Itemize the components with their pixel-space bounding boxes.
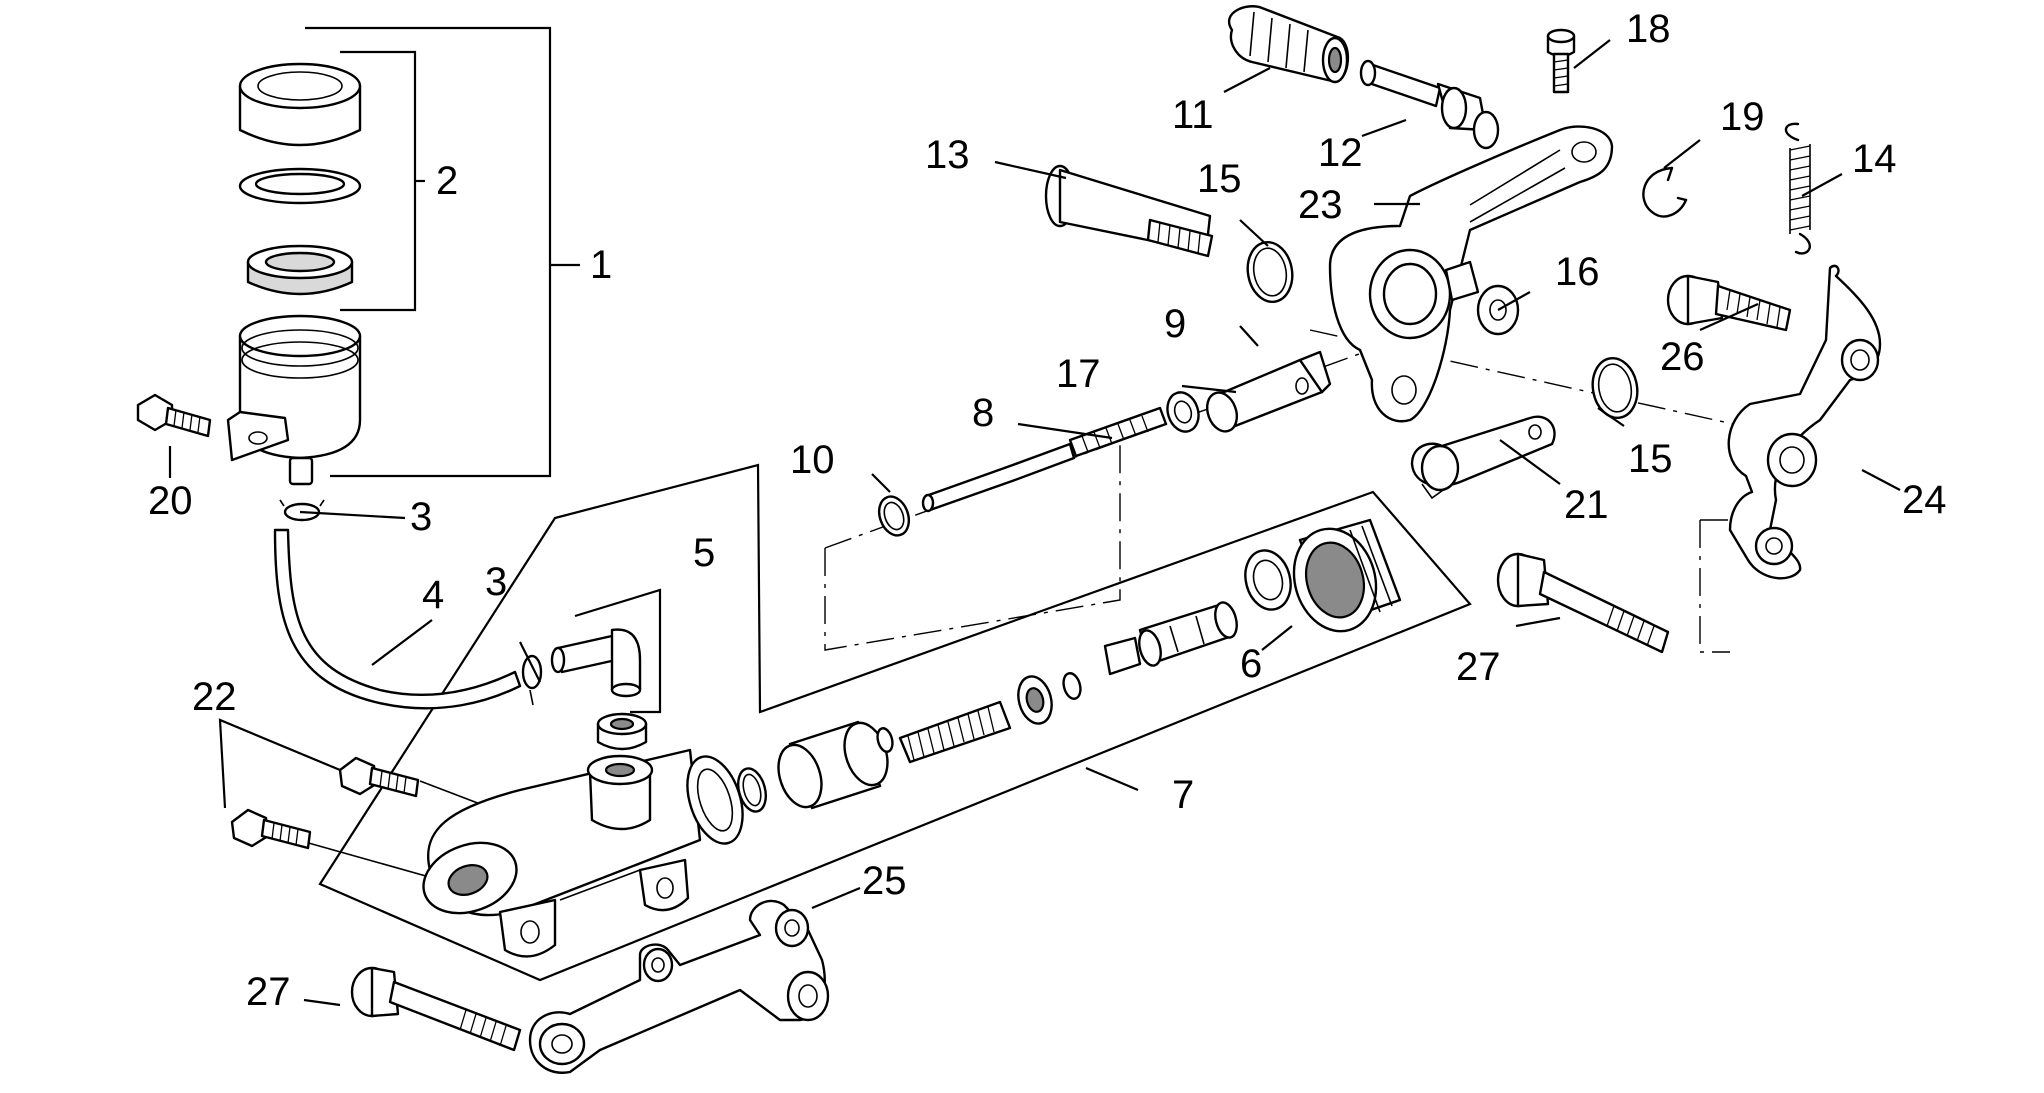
push-rod-nut bbox=[1166, 391, 1200, 433]
callout-3-lower: 3 bbox=[485, 560, 507, 604]
callout-13: 13 bbox=[925, 133, 970, 177]
callout-9: 9 bbox=[1164, 302, 1186, 346]
callout-15-left: 15 bbox=[1197, 157, 1242, 201]
cap-screw bbox=[1546, 28, 1576, 94]
piston bbox=[1103, 601, 1238, 676]
callout-23: 23 bbox=[1298, 183, 1343, 227]
pedal-pin bbox=[1359, 59, 1500, 150]
callout-22: 22 bbox=[192, 675, 237, 719]
return-spring bbox=[898, 700, 1012, 764]
hose-elbow-fitting bbox=[550, 628, 648, 751]
pedal-arm bbox=[1328, 125, 1614, 423]
fluid-hose bbox=[273, 528, 522, 710]
leader-lines bbox=[168, 39, 1901, 1007]
callout-labels: 1 2 3 3 4 5 6 7 8 9 10 11 12 13 14 15 15… bbox=[148, 7, 1947, 1014]
long-bolt-lower bbox=[350, 966, 522, 1052]
piston-sleeve bbox=[777, 720, 889, 810]
callout-14: 14 bbox=[1852, 137, 1897, 181]
push-rod bbox=[921, 406, 1168, 513]
callout-11: 11 bbox=[1172, 93, 1214, 137]
master-cylinder-body bbox=[422, 748, 744, 958]
callout-7: 7 bbox=[1172, 773, 1194, 817]
callout-1: 1 bbox=[590, 243, 612, 287]
piston-washer bbox=[1062, 672, 1082, 700]
callout-15-right: 15 bbox=[1628, 437, 1673, 481]
reservoir-gasket bbox=[238, 167, 362, 205]
clevis-fork bbox=[1205, 350, 1332, 433]
pedal-lever bbox=[1727, 264, 1882, 580]
callout-12: 12 bbox=[1318, 131, 1363, 175]
callout-3-upper: 3 bbox=[410, 495, 432, 539]
push-rod-o-ring bbox=[877, 495, 911, 537]
pivot-bolt bbox=[1044, 164, 1214, 258]
callout-24: 24 bbox=[1902, 478, 1947, 522]
callout-27-upper: 27 bbox=[1456, 645, 1501, 689]
callout-5: 5 bbox=[693, 531, 715, 575]
callout-8: 8 bbox=[972, 391, 994, 435]
pedal-o-ring-right bbox=[1591, 357, 1639, 419]
mounting-bracket bbox=[528, 899, 830, 1074]
callout-2: 2 bbox=[436, 159, 458, 203]
spring-washer bbox=[876, 727, 894, 753]
callout-27-lower: 27 bbox=[246, 970, 291, 1014]
hose-clip-lower bbox=[521, 654, 543, 706]
callout-6: 6 bbox=[1240, 642, 1262, 686]
callout-4: 4 bbox=[422, 573, 444, 617]
pedal-rubber bbox=[1228, 5, 1349, 84]
lever-bolt bbox=[1666, 274, 1792, 332]
pedal-o-ring-left bbox=[1246, 241, 1294, 303]
circlip bbox=[1244, 549, 1292, 611]
callout-16: 16 bbox=[1555, 250, 1600, 294]
tension-spring bbox=[1784, 122, 1811, 255]
cylinder-mount-bolt-lower bbox=[230, 808, 312, 850]
piston-seal bbox=[1017, 675, 1053, 725]
callout-17: 17 bbox=[1056, 352, 1101, 396]
callout-26: 26 bbox=[1660, 335, 1705, 379]
callout-18: 18 bbox=[1626, 7, 1671, 51]
cylinder-mount-bolt-upper bbox=[338, 756, 420, 798]
reservoir-diaphragm bbox=[246, 244, 354, 296]
hose-clip-upper bbox=[279, 499, 325, 522]
callout-21: 21 bbox=[1564, 483, 1609, 527]
callout-20: 20 bbox=[148, 479, 193, 523]
fluid-reservoir bbox=[226, 314, 362, 486]
reservoir-cap bbox=[238, 62, 362, 147]
callout-10: 10 bbox=[790, 438, 835, 482]
wire-clamp bbox=[1410, 415, 1556, 500]
dust-boot bbox=[1292, 518, 1402, 633]
retaining-clip bbox=[1642, 166, 1688, 218]
cylinder-o-ring bbox=[737, 767, 767, 813]
reservoir-bolt bbox=[136, 393, 212, 438]
long-bolt-upper bbox=[1496, 552, 1670, 654]
callout-25: 25 bbox=[862, 859, 907, 903]
callout-19: 19 bbox=[1720, 95, 1765, 139]
